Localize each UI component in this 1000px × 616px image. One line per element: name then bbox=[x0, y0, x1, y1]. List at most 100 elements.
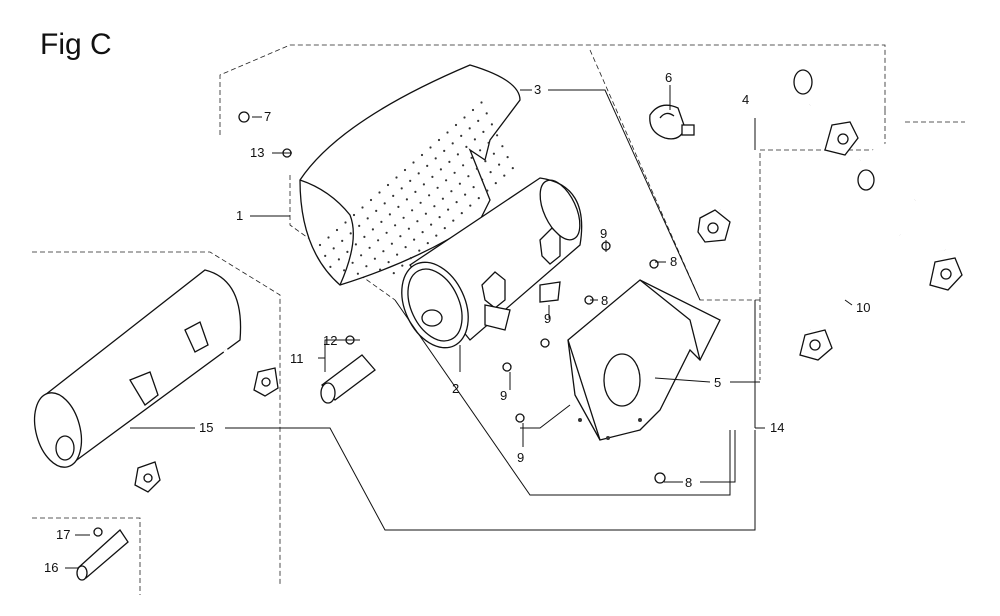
perforation-dot bbox=[379, 268, 382, 271]
callout-16: 16 bbox=[44, 560, 58, 575]
callout-7: 7 bbox=[264, 109, 271, 124]
perforation-dot bbox=[496, 134, 499, 137]
perforation-dot bbox=[492, 152, 495, 155]
perforation-dot bbox=[450, 190, 453, 193]
perforation-dot bbox=[448, 160, 451, 163]
perforation-dot bbox=[455, 201, 458, 204]
perforation-dot bbox=[324, 254, 327, 257]
perforation-dot bbox=[472, 186, 475, 189]
perforation-dot bbox=[337, 258, 340, 261]
perforation-dot bbox=[485, 112, 488, 115]
perforation-dot bbox=[369, 198, 373, 202]
perforation-dot bbox=[451, 142, 454, 145]
muffler-left-assembly bbox=[33, 269, 279, 493]
callout-9-b: 9 bbox=[544, 311, 551, 326]
perforation-dot bbox=[434, 157, 437, 160]
perforation-dot bbox=[400, 187, 403, 190]
perforation-dot bbox=[481, 178, 484, 181]
heat-shield-perforations bbox=[318, 101, 514, 275]
perforation-dot bbox=[445, 179, 448, 182]
perforation-dot bbox=[395, 176, 398, 179]
perforation-dot bbox=[431, 175, 434, 178]
perforation-dot bbox=[426, 242, 429, 245]
perforation-dot bbox=[394, 224, 397, 227]
perforation-dot bbox=[368, 246, 371, 249]
perforation-dot bbox=[464, 193, 467, 196]
perforation-dot bbox=[418, 249, 421, 252]
perforation-dot bbox=[335, 228, 339, 232]
spark-arrester-small bbox=[76, 527, 129, 581]
callout-17: 17 bbox=[56, 527, 70, 542]
perforation-dot bbox=[479, 149, 482, 152]
perforation-dot bbox=[480, 101, 483, 104]
perforation-dot bbox=[494, 182, 497, 185]
perforation-dot bbox=[371, 228, 374, 231]
perforation-dot bbox=[388, 213, 391, 216]
perforation-dot bbox=[511, 167, 514, 170]
pipe-clamp bbox=[649, 104, 695, 140]
callout-9-a: 9 bbox=[600, 226, 607, 241]
perforation-dot bbox=[456, 153, 459, 156]
perforation-dot bbox=[329, 265, 332, 268]
perforation-dot bbox=[405, 198, 408, 201]
assembly-boundaries bbox=[32, 44, 965, 595]
callout-2: 2 bbox=[452, 381, 459, 396]
perforation-dot bbox=[428, 194, 431, 197]
callout-8-top: 8 bbox=[670, 254, 677, 269]
perforation-dot bbox=[377, 239, 380, 242]
perforation-dot bbox=[343, 269, 346, 272]
perforation-dot bbox=[460, 212, 463, 215]
perforation-dot bbox=[403, 168, 407, 172]
perforation-dot bbox=[366, 217, 369, 220]
perforation-dot bbox=[409, 257, 412, 260]
callout-11: 11 bbox=[290, 351, 304, 366]
perforation-dot bbox=[361, 206, 364, 209]
perforation-dot bbox=[467, 175, 470, 178]
exhaust-pipe-right bbox=[799, 131, 963, 361]
perforation-dot bbox=[378, 191, 381, 194]
perforation-dot bbox=[420, 153, 424, 157]
muffler-center bbox=[401, 177, 583, 349]
perforation-dot bbox=[416, 220, 419, 223]
perforation-dot bbox=[386, 183, 390, 187]
perforation-dot bbox=[383, 202, 386, 205]
perforation-dot bbox=[473, 138, 476, 141]
perforation-dot bbox=[454, 123, 458, 127]
figure-title: Fig C bbox=[40, 28, 112, 61]
perforation-dot bbox=[382, 250, 385, 253]
perforation-dot bbox=[414, 190, 417, 193]
callout-14: 14 bbox=[770, 420, 784, 435]
perforation-dot bbox=[375, 209, 378, 212]
perforation-dot bbox=[387, 261, 390, 264]
callout-9-c: 9 bbox=[500, 388, 507, 403]
perforation-dot bbox=[429, 146, 432, 149]
perforation-dot bbox=[458, 182, 461, 185]
perforation-dot bbox=[344, 221, 347, 224]
perforation-dot bbox=[352, 213, 356, 217]
perforation-dot bbox=[396, 253, 399, 256]
perforation-dot bbox=[426, 164, 429, 167]
perforation-dot bbox=[482, 130, 485, 133]
callout-10: 10 bbox=[856, 300, 870, 315]
perforation-dot bbox=[419, 201, 422, 204]
perforation-dot bbox=[404, 246, 407, 249]
perforation-dot bbox=[351, 261, 354, 264]
perforation-dot bbox=[453, 171, 456, 174]
perforation-dot bbox=[407, 227, 410, 230]
perforation-dot bbox=[349, 232, 352, 235]
perforation-dot bbox=[477, 119, 480, 122]
perforation-dot bbox=[341, 239, 344, 242]
muffler-protector bbox=[567, 279, 721, 441]
perforation-dot bbox=[487, 141, 490, 144]
perforation-dot bbox=[402, 216, 405, 219]
callout-8-middle: 8 bbox=[601, 293, 608, 308]
perforation-dot bbox=[475, 167, 478, 170]
perforation-dot bbox=[470, 156, 473, 159]
perforation-dot bbox=[424, 212, 427, 215]
perforation-dot bbox=[417, 172, 420, 175]
perforation-dot bbox=[433, 205, 436, 208]
perforation-dot bbox=[430, 223, 433, 226]
perforation-dot bbox=[486, 189, 489, 192]
perforation-dot bbox=[471, 108, 475, 112]
